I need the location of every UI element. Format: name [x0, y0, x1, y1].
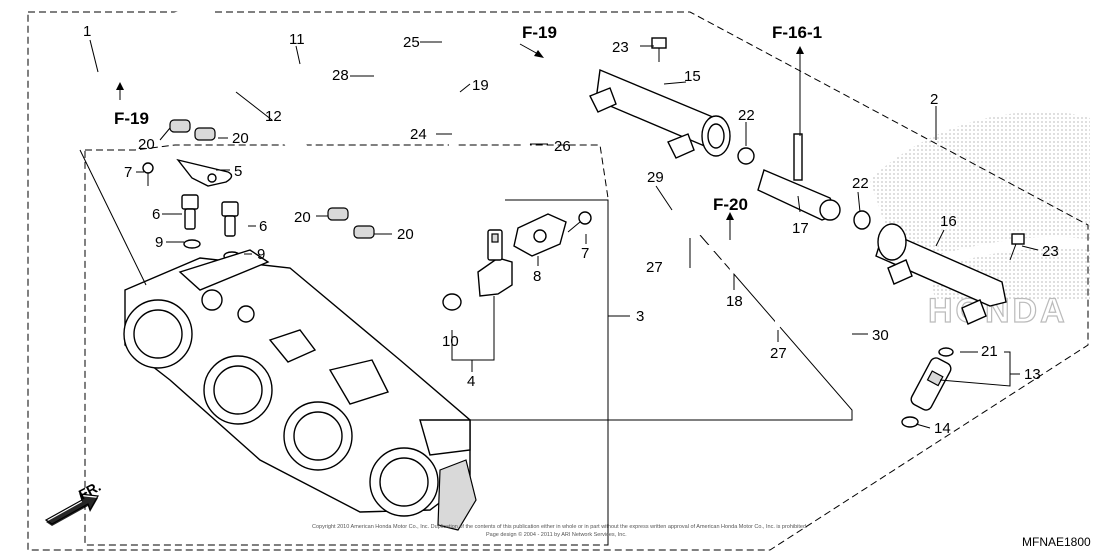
ref-label-f20[interactable]: F-20 — [713, 195, 748, 214]
label-7-right: 7 — [581, 245, 589, 262]
label-22-left: 22 — [738, 107, 755, 124]
fuel-rail-16 — [875, 223, 1007, 325]
injector-13 — [910, 357, 952, 411]
label-13: 13 — [1024, 366, 1041, 383]
copyright-line-1: Copyright 2010 American Honda Motor Co.,… — [312, 524, 808, 530]
label-15: 15 — [684, 68, 701, 85]
label-12: 12 — [265, 108, 282, 125]
clamp-20-top-left — [169, 119, 191, 133]
hose-30 — [786, 284, 850, 364]
label-23-right: 23 — [1042, 243, 1059, 260]
ref-arrow-f19-top — [519, 43, 544, 58]
label-28: 28 — [332, 67, 349, 84]
hose-26 — [488, 114, 532, 179]
label-20-top-left: 20 — [138, 136, 155, 153]
hose-29 — [628, 199, 706, 249]
hose-25 — [439, 29, 471, 78]
label-27-left: 27 — [646, 259, 663, 276]
ref-arrow-f16-1 — [796, 46, 804, 136]
ref-label-f19-left[interactable]: F-19 — [114, 109, 149, 128]
front-direction-label: FR. — [76, 478, 103, 503]
hose-28 — [375, 55, 429, 128]
fuel-rail-15 — [589, 69, 731, 159]
clamp-20-mid-left — [327, 207, 349, 221]
label-29: 29 — [647, 169, 664, 186]
throttle-body-assembly — [123, 249, 477, 531]
assembly-frame — [84, 144, 609, 546]
diagram-code: MFNAE1800 — [1022, 535, 1091, 549]
o-ring-10 — [442, 293, 462, 311]
screw-7-left — [142, 162, 154, 186]
seal-14 — [901, 416, 919, 428]
label-9-right: 9 — [257, 246, 265, 263]
ref-arrow-f20 — [726, 212, 734, 240]
regulator-17 — [757, 133, 841, 221]
seal-21 — [938, 347, 954, 357]
leader-lines — [79, 39, 1039, 429]
label-9-left: 9 — [155, 234, 163, 251]
hose-27a — [687, 245, 721, 293]
label-16: 16 — [940, 213, 957, 230]
label-8: 8 — [533, 268, 541, 285]
label-19: 19 — [472, 77, 489, 94]
bolt-23-left — [651, 37, 667, 62]
hose-27b — [755, 267, 781, 328]
label-20-top-right: 20 — [232, 130, 249, 147]
label-17: 17 — [792, 220, 809, 237]
label-2: 2 — [930, 91, 938, 108]
sensor-4 — [477, 229, 513, 297]
joint-18 — [715, 235, 755, 275]
o-ring-22-right — [853, 210, 871, 230]
outer-frame — [27, 11, 1089, 551]
label-25: 25 — [403, 34, 420, 51]
label-23-left: 23 — [612, 39, 629, 56]
label-27-right: 27 — [770, 345, 787, 362]
label-22-right: 22 — [852, 175, 869, 192]
label-5: 5 — [234, 163, 242, 180]
plate-8 — [513, 213, 567, 257]
joint-19 — [433, 75, 465, 109]
clamp-20-mid-right — [353, 225, 375, 239]
label-10: 10 — [442, 333, 459, 350]
fitting-6-left — [181, 194, 199, 230]
label-30: 30 — [872, 327, 889, 344]
label-26: 26 — [554, 138, 571, 155]
label-7-left: 7 — [124, 164, 132, 181]
bracket-5 — [176, 158, 233, 187]
label-20-mid-right: 20 — [397, 226, 414, 243]
hose-1 — [54, 60, 122, 129]
bracket-frame-fuel — [400, 234, 853, 421]
fitting-6-right — [221, 201, 239, 237]
label-4: 4 — [467, 373, 475, 390]
label-6-left: 6 — [152, 206, 160, 223]
label-3: 3 — [636, 308, 644, 325]
screw-7-right — [567, 211, 592, 233]
label-14: 14 — [934, 420, 951, 437]
clamp-20-top-right — [194, 127, 216, 141]
label-21: 21 — [981, 343, 998, 360]
label-18: 18 — [726, 293, 743, 310]
ref-label-f16-1[interactable]: F-16-1 — [772, 23, 822, 42]
label-6-right: 6 — [259, 218, 267, 235]
o-ring-22-left — [737, 147, 755, 165]
ref-arrow-f19-left — [116, 82, 124, 100]
ref-label-f19-top[interactable]: F-19 — [522, 23, 557, 42]
bolt-23-right — [1009, 233, 1025, 261]
label-1: 1 — [83, 23, 91, 40]
o-ring-9-left — [183, 239, 201, 249]
hose-12 — [180, 58, 338, 204]
hose-11 — [157, 10, 380, 220]
copyright-line-2: Page design © 2004 - 2011 by ARI Network… — [486, 531, 627, 538]
label-11: 11 — [289, 31, 305, 48]
bracket-frame-3 — [505, 199, 609, 545]
label-24: 24 — [410, 126, 427, 143]
front-direction-arrow: FR. — [44, 478, 103, 526]
label-20-mid-left: 20 — [294, 209, 311, 226]
